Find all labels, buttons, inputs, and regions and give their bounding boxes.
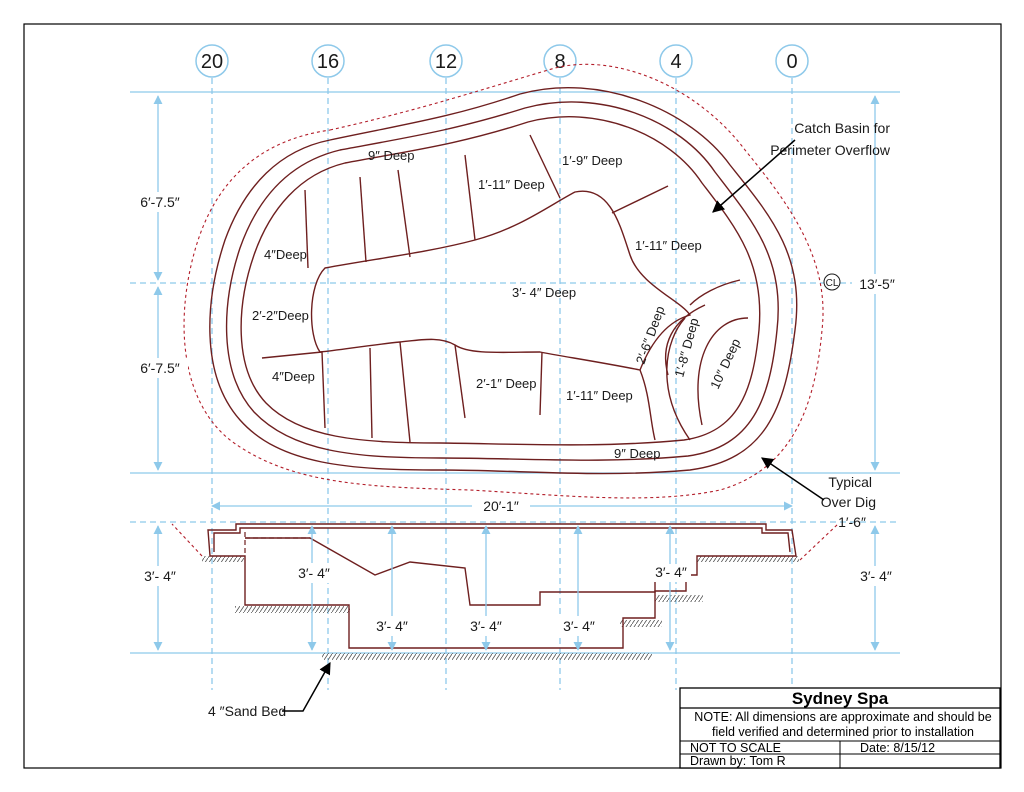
grid-label: 16 [317, 51, 339, 73]
zone-label: 1′-9″ Deep [562, 153, 623, 168]
plan-dimensions: 6′-7.5″ 6′-7.5″ 13′-5″ 20′-1″ [120, 95, 904, 516]
dim-length: 20′-1″ [483, 498, 519, 514]
zone-label: 2′-2″Deep [252, 308, 309, 323]
grid-bubble [429, 44, 463, 78]
zone-label: 1′-11″ Deep [635, 238, 702, 253]
zone-label: 4″Deep [272, 369, 315, 384]
callouts: Catch Basin for Perimeter Overflow Typic… [712, 120, 891, 510]
grid-label: 12 [435, 51, 457, 73]
pool-outer-wall [209, 86, 798, 475]
title-block-drawn-by: Drawn by: Tom R [690, 754, 786, 768]
depth-dim: 3′- 4″ [563, 618, 595, 634]
grid-bubble [195, 44, 229, 78]
section-dim-flange: 1′-6″ [838, 514, 866, 530]
title-block-note: field verified and determined prior to i… [712, 725, 974, 739]
section-dim-left: 3′- 4″ [144, 568, 176, 584]
grid-bubbles: 20 16 12 8 4 0 [195, 44, 809, 78]
grid-label: 0 [786, 51, 797, 73]
grid-label: 4 [670, 51, 681, 73]
grid-label: 8 [554, 51, 565, 73]
title-block-date: Date: 8/15/12 [860, 741, 935, 755]
sheet-border [23, 23, 1002, 769]
title-block-note: NOTE: All dimensions are approximate and… [694, 710, 991, 724]
section-dimensions: 3′- 4″ 3′- 4″ 1′-6″ 3′- 4″ 3′- 4″ 3′- 4″… [136, 514, 903, 719]
zone-label: 2′-1″ Deep [476, 376, 537, 391]
section-dim-right: 3′- 4″ [860, 568, 892, 584]
pool-rim [225, 101, 779, 461]
catch-basin-label: Catch Basin for [794, 120, 890, 136]
zone-label: 3′- 4″ Deep [512, 285, 576, 300]
zone-label: 2′-6″ Deep [633, 304, 668, 366]
zone-label: 1′-11″ Deep [478, 177, 545, 192]
depth-dim: 3′- 4″ [655, 564, 687, 580]
zone-label: 4″Deep [264, 247, 307, 262]
over-dig-label: Typical [828, 474, 872, 490]
zone-label: 9″ Deep [614, 446, 661, 461]
grid-bubble [311, 44, 345, 78]
zone-label: 10″ Deep [707, 336, 743, 391]
depth-dim: 3′- 4″ [470, 618, 502, 634]
title-block-scale: NOT TO SCALE [690, 741, 781, 755]
depth-dim: 3′- 4″ [298, 565, 330, 581]
centerline-symbol [823, 273, 841, 291]
dim-lower-half: 6′-7.5″ [140, 360, 180, 376]
sand-bed-label: 4 ″Sand Bed [208, 703, 286, 719]
pool-seat-edge [240, 116, 761, 446]
catch-basin-label: Perimeter Overflow [770, 142, 891, 158]
plan-view [183, 63, 824, 499]
grid-bubble [659, 44, 693, 78]
center-footwell [310, 190, 692, 371]
depth-dim: 3′- 4″ [376, 618, 408, 634]
centerline-label: CL [826, 278, 839, 289]
section-view [171, 523, 839, 660]
over-dig-label: Over Dig [821, 494, 876, 510]
zone-label: 9″ Deep [368, 148, 415, 163]
title-block-title: Sydney Spa [792, 689, 889, 708]
grid-label: 20 [201, 51, 223, 73]
title-block: Sydney Spa NOTE: All dimensions are appr… [679, 687, 1001, 769]
grid-bubble [775, 44, 809, 78]
dim-total-width: 13′-5″ [859, 276, 895, 292]
over-dig-outline [183, 63, 824, 499]
dim-upper-half: 6′-7.5″ [140, 194, 180, 210]
depth-labels: 9″ Deep 1′-11″ Deep 1′-9″ Deep 4″Deep 2′… [252, 148, 743, 461]
zone-label: 1′-11″ Deep [566, 388, 633, 403]
